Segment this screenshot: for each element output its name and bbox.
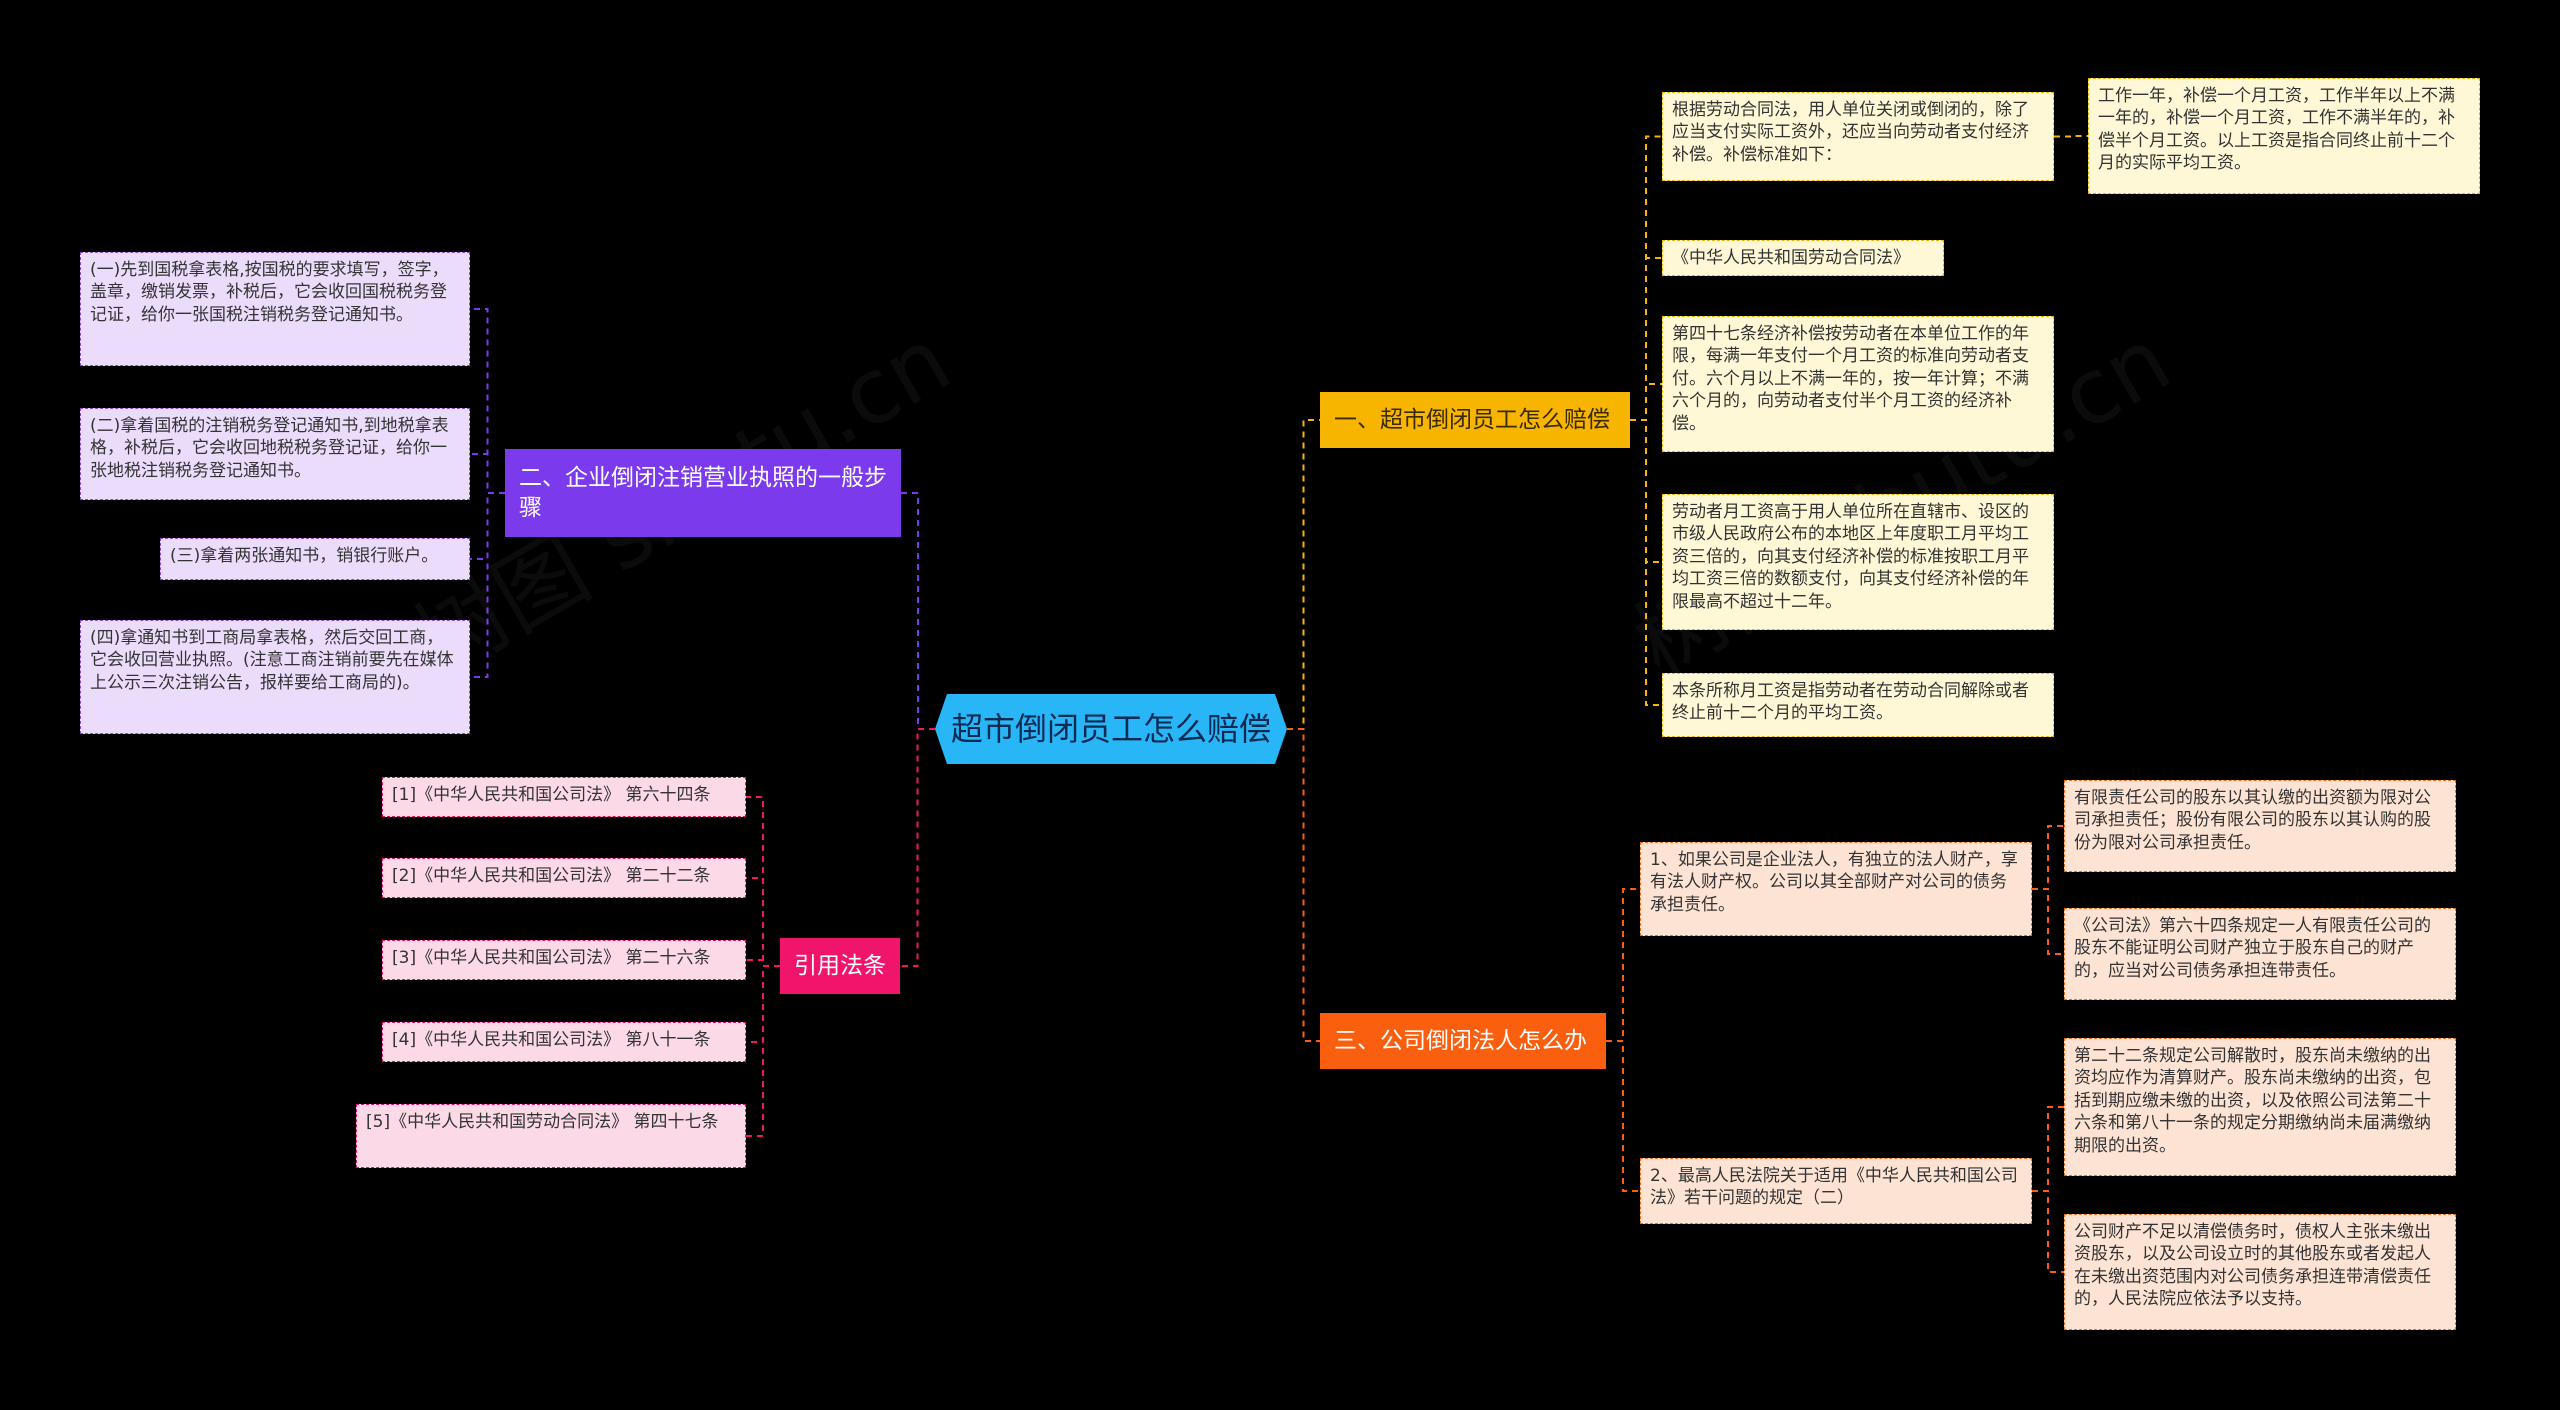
- leaf-citation-1[interactable]: [1]《中华人民共和国公司法》 第六十四条: [382, 777, 746, 817]
- connector-line: [1630, 419, 1662, 563]
- branch-topic-deregistration-steps[interactable]: 二、企业倒闭注销营业执照的一般步骤: [505, 449, 901, 537]
- branch-topic-company-legal-person[interactable]: 三、公司倒闭法人怎么办: [1320, 1013, 1606, 1069]
- leaf-article-64[interactable]: 《公司法》第六十四条规定一人有限责任公司的股东不能证明公司财产独立于股东自己的财…: [2064, 908, 2456, 1000]
- connector-line: [746, 965, 780, 1137]
- leaf-step-2[interactable]: (二)拿着国税的注销税务登记通知书,到地税拿表格，补税后，它会收回地税税务登记证…: [80, 408, 470, 500]
- connector-line: [1287, 728, 1320, 1042]
- leaf-step-4[interactable]: (四)拿通知书到工商局拿表格，然后交回工商，它会收回营业执照。(注意工商注销前要…: [80, 620, 470, 734]
- branch-topic-employee-compensation[interactable]: 一、超市倒闭员工怎么赔偿: [1320, 392, 1630, 448]
- connector-line: [1606, 888, 1640, 1042]
- connector-line: [470, 453, 505, 494]
- leaf-citation-2[interactable]: [2]《中华人民共和国公司法》 第二十二条: [382, 858, 746, 898]
- connector-line: [470, 308, 505, 494]
- connector-line: [1630, 257, 1662, 421]
- leaf-enterprise-legal-person[interactable]: 1、如果公司是企业法人，有独立的法人财产，享有法人财产权。公司以其全部财产对公司…: [1640, 842, 2032, 936]
- leaf-step-3[interactable]: (三)拿着两张通知书，销银行账户。: [160, 538, 470, 580]
- central-topic[interactable]: 超市倒闭员工怎么赔偿: [935, 694, 1287, 764]
- leaf-compensation-rule[interactable]: 根据劳动合同法，用人单位关闭或倒闭的，除了应当支付实际工资外，还应当向劳动者支付…: [1662, 92, 2054, 181]
- leaf-monthly-wage-cap[interactable]: 劳动者月工资高于用人单位所在直辖市、设区的市级人民政府公布的本地区上年度职工月平…: [1662, 494, 2054, 630]
- leaf-shareholder-liability[interactable]: 有限责任公司的股东以其认缴的出资额为限对公司承担责任；股份有限公司的股东以其认购…: [2064, 780, 2456, 872]
- leaf-article-47[interactable]: 第四十七条经济补偿按劳动者在本单位工作的年限，每满一年支付一个月工资的标准向劳动…: [1662, 316, 2054, 452]
- connector-line: [901, 492, 935, 730]
- connector-line: [2032, 1190, 2064, 1273]
- connector-line: [1287, 419, 1320, 730]
- connector-line: [900, 728, 935, 967]
- connector-line: [2032, 825, 2064, 890]
- leaf-compensation-standard[interactable]: 工作一年，补偿一个月工资，工作半年以上不满一年的，补偿一个月工资，工作不满半年的…: [2088, 78, 2480, 194]
- connector-line: [470, 492, 505, 560]
- connector-line: [1630, 419, 1662, 706]
- leaf-supreme-court-provisions[interactable]: 2、最高人民法院关于适用《中华人民共和国公司法》若干问题的规定（二）: [1640, 1158, 2032, 1224]
- connector-line: [2032, 888, 2064, 955]
- branch-topic-cited-laws[interactable]: 引用法条: [780, 938, 900, 994]
- leaf-step-1[interactable]: (一)先到国税拿表格,按国税的要求填写，签字，盖章，缴销发票，补税后，它会收回国…: [80, 252, 470, 366]
- connector-line: [470, 492, 505, 678]
- connector-line: [1630, 383, 1662, 421]
- connector-line: [2032, 1106, 2064, 1192]
- leaf-article-22[interactable]: 第二十二条规定公司解散时，股东尚未缴纳的出资均应作为清算财产。股东尚未缴纳的出资…: [2064, 1038, 2456, 1176]
- leaf-citation-4[interactable]: [4]《中华人民共和国公司法》 第八十一条: [382, 1022, 746, 1062]
- leaf-monthly-wage-definition[interactable]: 本条所称月工资是指劳动者在劳动合同解除或者终止前十二个月的平均工资。: [1662, 673, 2054, 737]
- connector-line: [1606, 1040, 1640, 1192]
- connector-line: [2054, 135, 2088, 138]
- leaf-citation-3[interactable]: [3]《中华人民共和国公司法》 第二十六条: [382, 940, 746, 980]
- connector-line: [746, 877, 780, 967]
- leaf-creditor-claims[interactable]: 公司财产不足以清偿债务时，债权人主张未缴出资股东，以及公司设立时的其他股东或者发…: [2064, 1214, 2456, 1330]
- leaf-labor-contract-law[interactable]: 《中华人民共和国劳动合同法》: [1662, 240, 1944, 276]
- leaf-citation-5[interactable]: [5]《中华人民共和国劳动合同法》 第四十七条: [356, 1104, 746, 1168]
